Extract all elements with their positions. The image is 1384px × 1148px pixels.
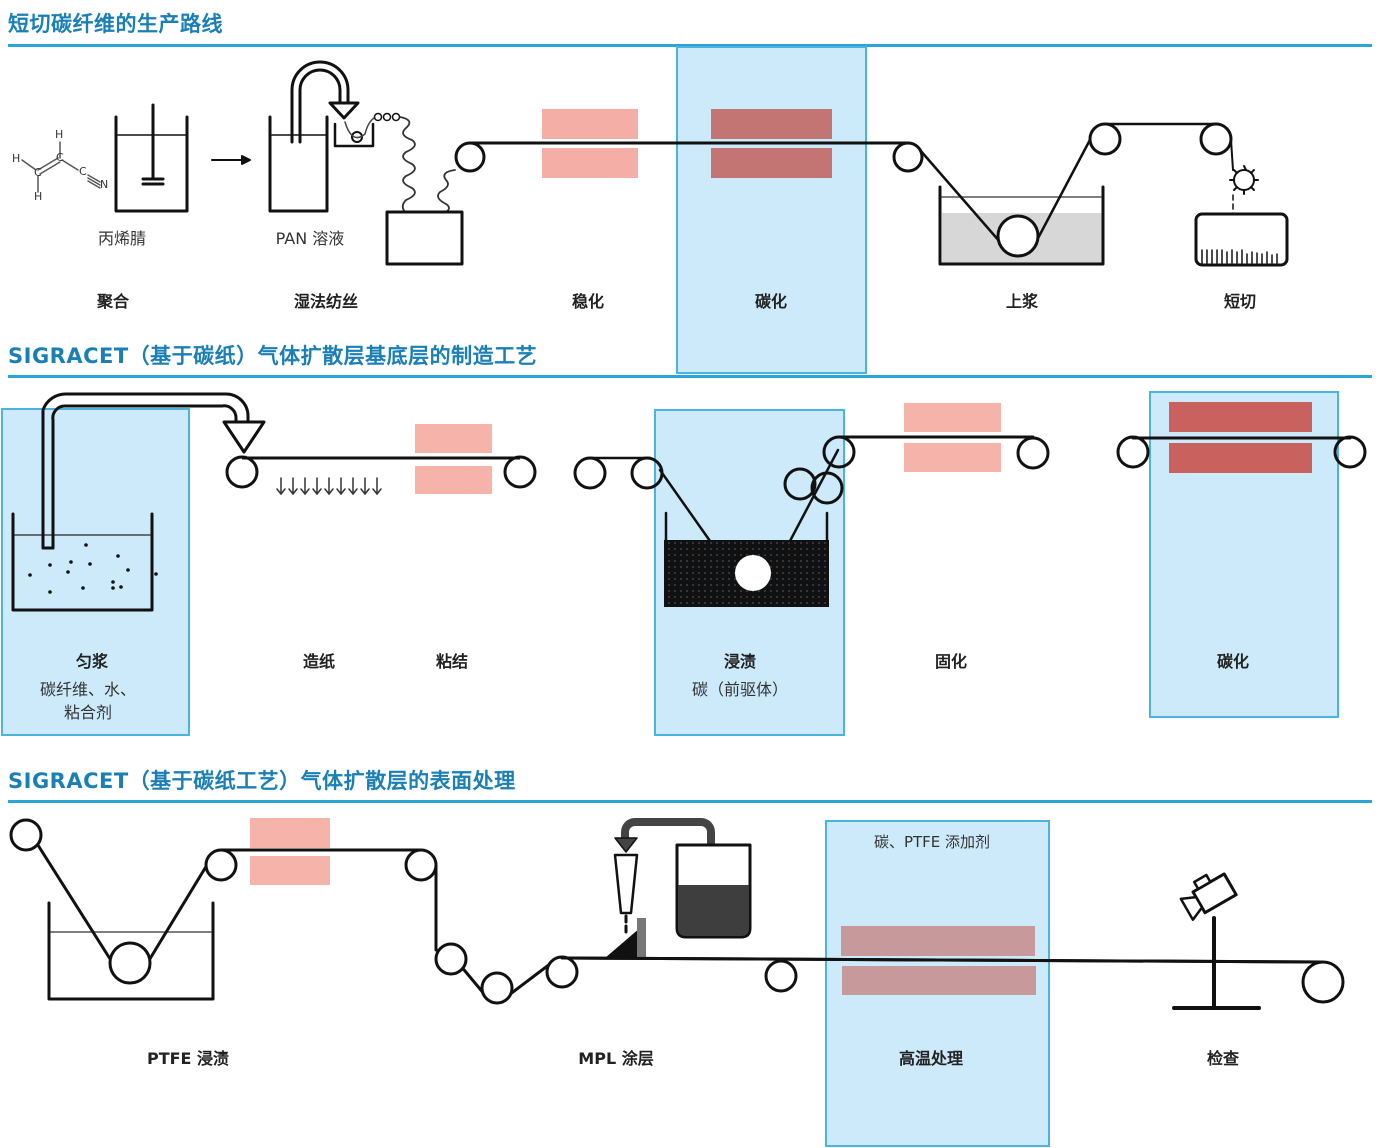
chopped-fiber-box-icon bbox=[1194, 212, 1289, 267]
step-label-carbonization-2: 碳化 bbox=[1216, 652, 1250, 671]
step-label-chopping: 短切 bbox=[1223, 292, 1257, 311]
roller-icon bbox=[783, 467, 817, 501]
heater-block-icon bbox=[1169, 402, 1312, 473]
camera-icon bbox=[1172, 872, 1261, 1010]
step-label-carbonization: 碳化 bbox=[754, 292, 788, 311]
roller-icon bbox=[1088, 122, 1122, 156]
roller-icon bbox=[404, 848, 438, 882]
roller-icon bbox=[503, 455, 537, 489]
section-title-surface-treatment: SIGRACET（基于碳纸工艺）气体扩散层的表面处理 bbox=[8, 769, 516, 793]
highlight-panel-slurry bbox=[1, 408, 190, 736]
atom-label: H bbox=[55, 128, 64, 141]
step-sublabel: PAN 溶液 bbox=[275, 229, 345, 248]
step-sublabel: 碳纤维、水、 粘合剂 bbox=[40, 678, 136, 724]
atom-label: H bbox=[34, 190, 43, 203]
roller-icon bbox=[573, 456, 607, 490]
cutter-gear-icon bbox=[1229, 165, 1259, 195]
section-title-chopped-fiber: 短切碳纤维的生产路线 bbox=[8, 12, 223, 36]
roller-icon bbox=[1116, 435, 1150, 469]
roller-icon bbox=[434, 942, 468, 976]
step-label-polymerization: 聚合 bbox=[96, 292, 130, 311]
roller-icon bbox=[810, 471, 844, 505]
sublabel-line: 碳纤维、水、 bbox=[39, 680, 137, 699]
roller-icon bbox=[480, 971, 514, 1005]
atom-label: C bbox=[56, 151, 64, 164]
fiber-coil-icon bbox=[399, 116, 456, 213]
roller-icon bbox=[1333, 435, 1367, 469]
coating-hopper-icon bbox=[605, 818, 752, 958]
step-label-ptfe-impregnation: PTFE 浸渍 bbox=[146, 1049, 230, 1068]
step-label-inspection: 检查 bbox=[1206, 1049, 1240, 1068]
suction-arrows-icon bbox=[276, 477, 382, 495]
atom-label: C bbox=[34, 166, 42, 179]
step-label-heat-treatment: 高温处理 bbox=[898, 1049, 964, 1068]
roller-icon bbox=[225, 455, 259, 489]
roller-icon bbox=[1301, 960, 1345, 1004]
impregnation-bath-icon bbox=[588, 448, 840, 607]
roller-icon bbox=[764, 959, 798, 993]
step-label-sizing: 上浆 bbox=[1005, 292, 1039, 311]
atom-label: H bbox=[12, 152, 21, 165]
highlight-panel-carbonization bbox=[676, 46, 867, 374]
roller-icon bbox=[9, 818, 43, 852]
sublabel-line: 粘合剂 bbox=[63, 703, 113, 722]
step-label-slurry: 匀浆 bbox=[75, 652, 109, 671]
step-sublabel: 碳（前驱体） bbox=[691, 680, 789, 699]
step-label-impregnation: 浸渍 bbox=[723, 652, 757, 671]
step-label-papermaking: 造纸 bbox=[302, 652, 336, 671]
heater-block-icon bbox=[711, 109, 832, 178]
step-label-mpl-coating: MPL 涂层 bbox=[578, 1049, 654, 1068]
roller-icon bbox=[630, 456, 664, 490]
atom-label: C bbox=[79, 165, 87, 178]
section-rule bbox=[8, 44, 1372, 47]
roller-icon bbox=[454, 141, 486, 173]
atom-label: N bbox=[100, 178, 109, 191]
roller-icon bbox=[545, 955, 579, 989]
heater-block-icon bbox=[415, 424, 492, 494]
roller-icon bbox=[1199, 122, 1233, 156]
section-rule bbox=[8, 375, 1372, 378]
roller-icon bbox=[1016, 436, 1050, 470]
section-title-substrate: SIGRACET（基于碳纸）气体扩散层基底层的制造工艺 bbox=[8, 344, 538, 368]
slurry-tank-icon bbox=[11, 392, 266, 612]
step-label-stabilization: 稳化 bbox=[571, 292, 605, 311]
arrow-icon bbox=[211, 155, 251, 165]
step-sublabel: 碳、PTFE 添加剂 bbox=[873, 833, 991, 851]
heater-block-icon bbox=[542, 109, 638, 178]
sizing-bath-icon bbox=[918, 134, 1105, 266]
collector-box-icon bbox=[385, 210, 464, 266]
step-sublabel: 丙烯腈 bbox=[97, 229, 147, 248]
step-label-curing: 固化 bbox=[934, 652, 968, 671]
molecule-icon bbox=[21, 141, 101, 193]
spinning-bath-icon bbox=[268, 60, 401, 213]
heater-block-icon bbox=[250, 818, 330, 885]
roller-icon bbox=[892, 141, 924, 173]
roller-icon bbox=[204, 848, 238, 882]
fiber-line bbox=[1230, 139, 1234, 171]
ptfe-bath-icon bbox=[34, 840, 215, 1001]
section-rule bbox=[8, 800, 1372, 803]
heater-block-icon bbox=[841, 926, 1036, 995]
heater-block-icon bbox=[904, 403, 1001, 472]
step-label-wet-spinning: 湿法纺丝 bbox=[293, 292, 359, 311]
stirred-reactor-icon bbox=[114, 103, 189, 213]
step-label-bonding: 粘结 bbox=[435, 652, 469, 671]
